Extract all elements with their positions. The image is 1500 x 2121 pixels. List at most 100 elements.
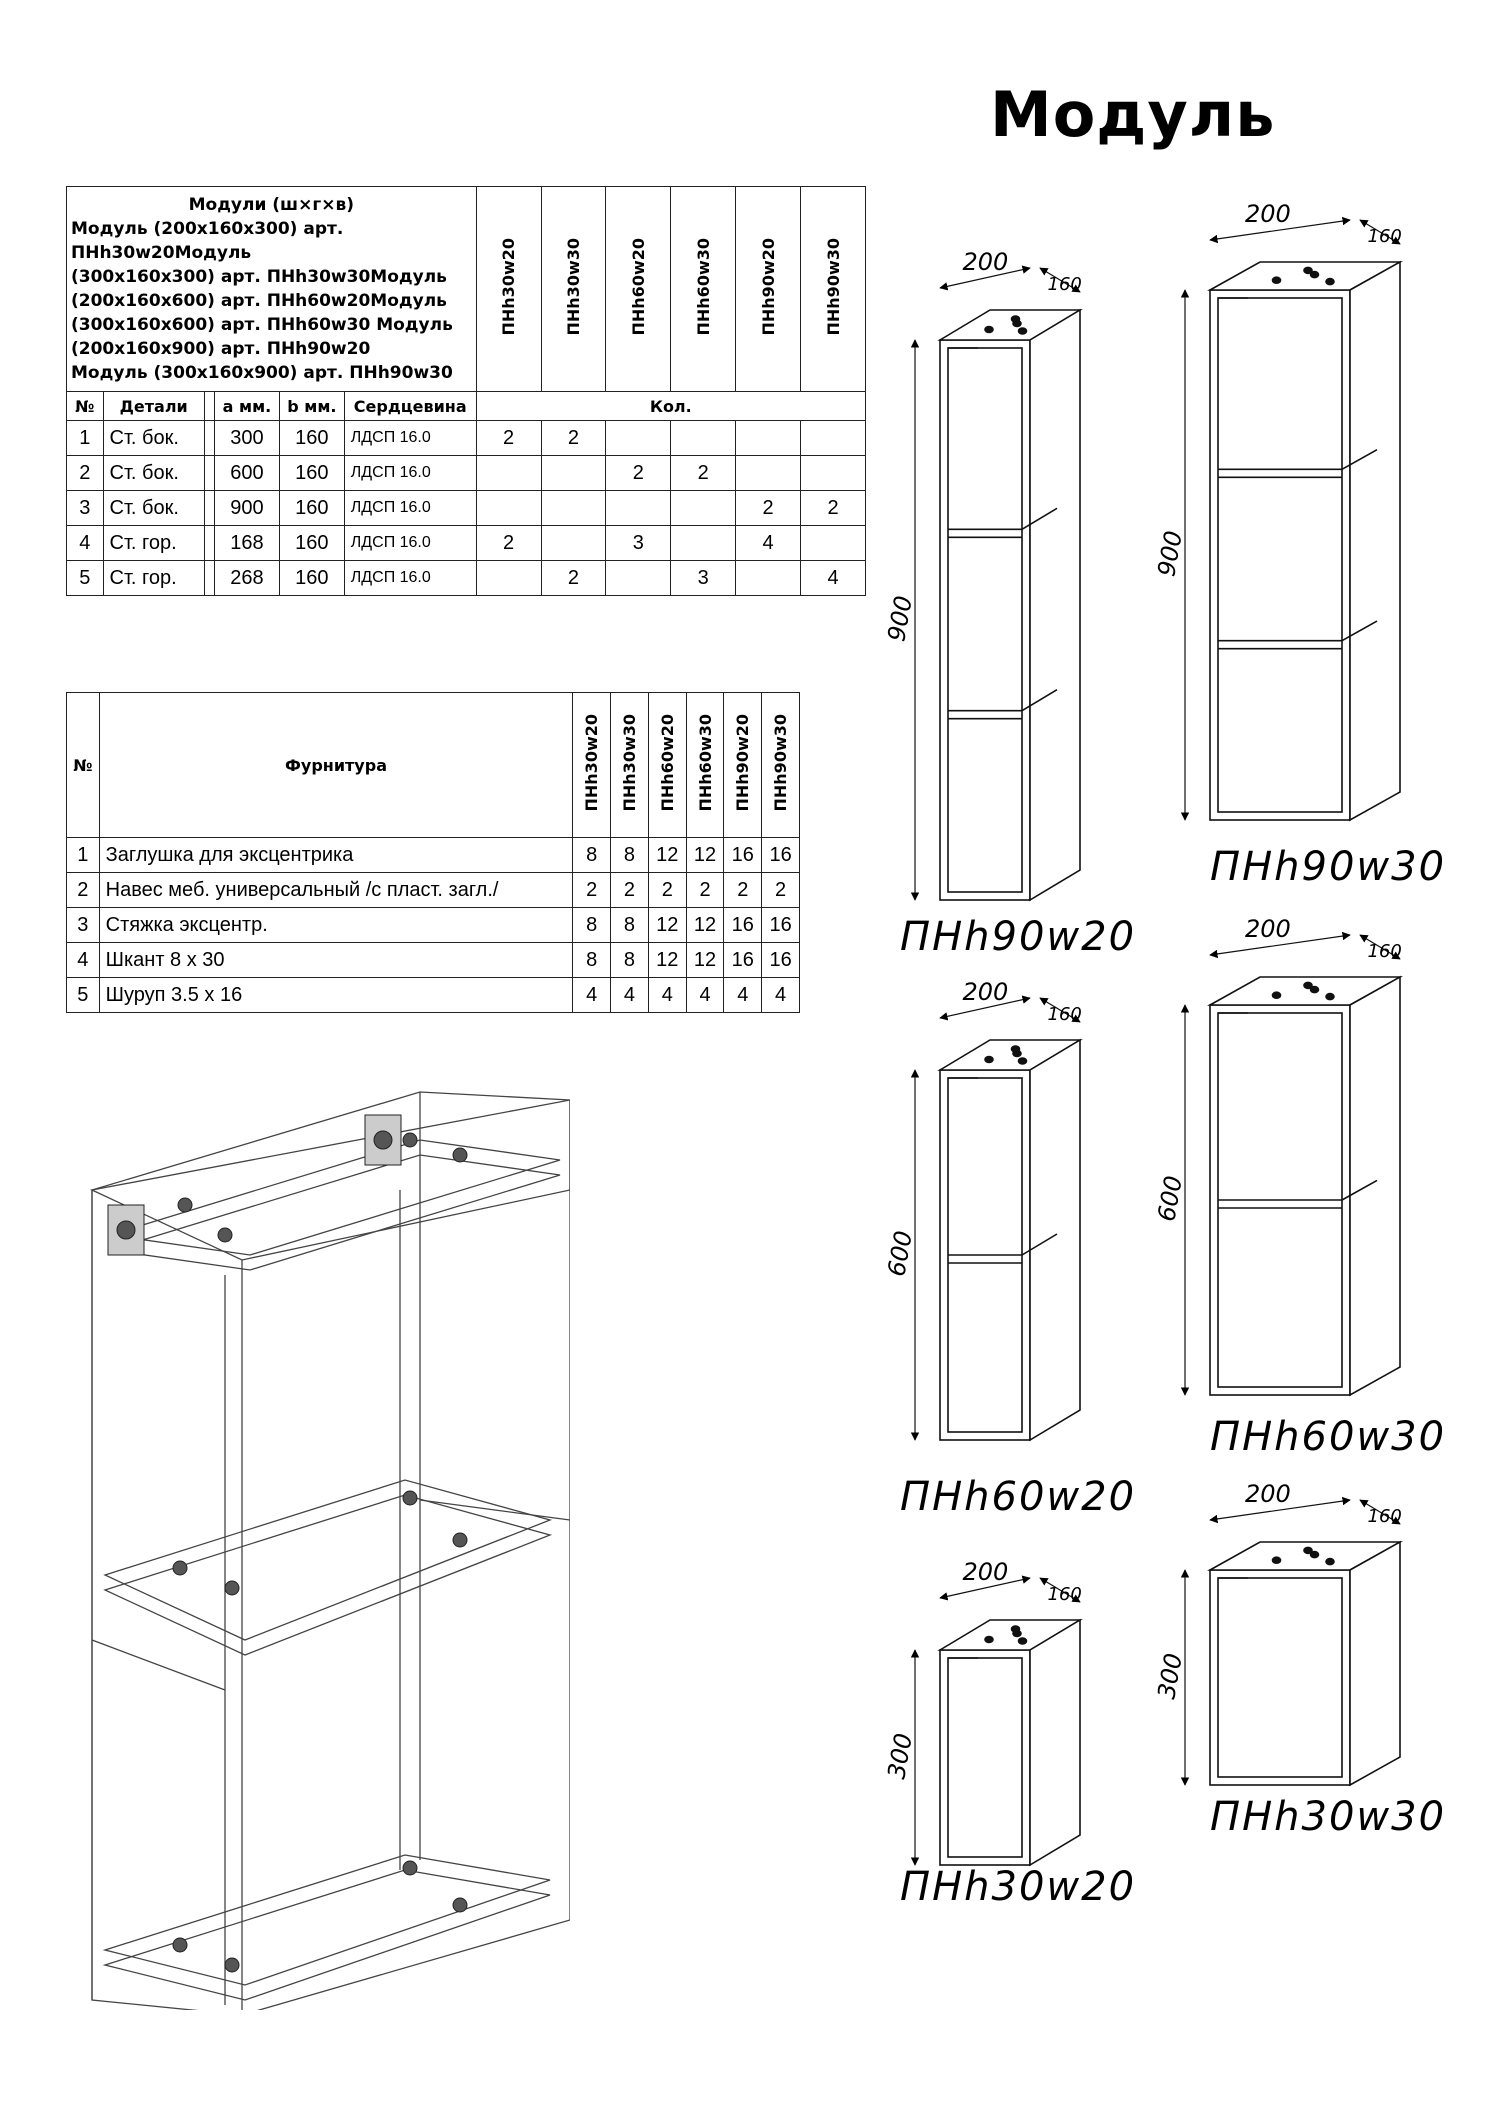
core-material: ЛДСП 16.0 — [343, 420, 477, 456]
model-column-header: ПНh30w30 — [610, 692, 649, 838]
quantity-cell: 2 — [647, 872, 687, 908]
cabinet-drawing — [910, 265, 1083, 902]
col-b: b мм. — [278, 391, 345, 421]
model-name: ПНh60w30 — [695, 713, 715, 812]
core-material: ЛДСП 16.0 — [343, 560, 477, 596]
quantity-cell: 16 — [723, 907, 763, 943]
depth-dimension-line — [1039, 267, 1081, 293]
depth-dimension-line — [1359, 219, 1401, 245]
quantity-cell — [605, 420, 672, 456]
quantity-cell: 16 — [723, 837, 763, 873]
hardware-table: № Фурнитура ПНh30w20 ПНh30w30 ПНh60w20 П… — [66, 692, 800, 1013]
shelf-depth — [1341, 1179, 1378, 1201]
height-label: 300 — [882, 1731, 918, 1781]
model-column-header: ПНh60w30 — [685, 692, 725, 838]
quantity-cell: 8 — [610, 837, 649, 873]
dimension-b: 160 — [278, 490, 345, 526]
model-column-header: ПНh30w30 — [540, 186, 607, 392]
model-column-header: ПНh90w30 — [800, 186, 866, 392]
quantity-cell: 16 — [761, 907, 800, 943]
width-label: 200 — [963, 978, 1009, 1006]
quantity-cell: 2 — [610, 872, 649, 908]
width-label: 200 — [963, 1558, 1009, 1586]
quantity-cell: 12 — [647, 942, 687, 978]
quantity-cell — [605, 490, 672, 526]
width-label: 200 — [963, 248, 1009, 276]
hole-icon — [1010, 1045, 1021, 1053]
width-label: 200 — [1245, 1480, 1291, 1508]
detail-name: Ст. гор. — [102, 525, 205, 561]
quantity-cell — [800, 525, 866, 561]
quantity-cell: 2 — [572, 872, 612, 908]
quantity-cell: 2 — [723, 872, 763, 908]
quantity-cell: 12 — [685, 837, 725, 873]
quantity-cell — [540, 455, 607, 491]
dimension-a: 268 — [214, 560, 280, 596]
hole-icon — [1325, 277, 1335, 286]
quantity-cell — [800, 420, 866, 456]
quantity-cell — [540, 525, 607, 561]
model-column-header: ПНh60w30 — [670, 186, 737, 392]
hole-icon — [984, 1055, 994, 1064]
model-column-header: ПНh90w30 — [761, 692, 800, 838]
hole-icon — [1325, 1557, 1335, 1566]
model-name: ПНh60w20 — [657, 713, 677, 812]
hole-icon — [984, 325, 994, 334]
quantity-cell — [670, 525, 737, 561]
depth-label: 160 — [1368, 941, 1402, 962]
parts-header-line: (300х160х600) арт. ПНh60w30 Модуль — [71, 315, 453, 335]
shelf-depth — [1021, 1233, 1058, 1256]
quantity-cell: 2 — [800, 490, 866, 526]
assembly-wireframe-drawing — [89, 1091, 570, 2010]
depth-label: 160 — [1368, 1506, 1402, 1527]
quantity-cell: 8 — [572, 907, 612, 943]
hole-icon — [1303, 266, 1313, 275]
quantity-cell: 4 — [572, 977, 612, 1013]
module-label: ПНh90w20 — [900, 914, 1136, 960]
cabinet-inner — [947, 347, 1023, 893]
quantity-cell: 2 — [540, 560, 607, 596]
parts-table-header: Модули (ш×г×в) Модуль (200х160х300) арт.… — [66, 186, 477, 392]
quantity-cell: 8 — [572, 837, 612, 873]
spacer-cell — [203, 420, 216, 456]
hole-icon — [984, 1635, 994, 1644]
col-core: Сердцевина — [343, 391, 477, 421]
module-label: ПНh90w30 — [1210, 844, 1446, 890]
depth-dimension-line — [1359, 1499, 1401, 1525]
width-label: 200 — [1245, 915, 1291, 943]
model-name: ПНh30w30 — [619, 713, 639, 812]
col-no: № — [66, 391, 104, 421]
depth-label: 160 — [1048, 1584, 1082, 1605]
core-material: ЛДСП 16.0 — [343, 525, 477, 561]
col-qty: Кол. — [475, 391, 867, 421]
row-number: 5 — [66, 560, 104, 596]
width-dimension-line — [939, 265, 1031, 291]
col-detail: Детали — [102, 391, 205, 421]
model-name: ПНh90w20 — [733, 713, 753, 812]
quantity-cell: 12 — [647, 837, 687, 873]
cabinet-drawing — [910, 995, 1083, 1442]
page-title: Модуль — [990, 78, 1276, 151]
depth-label: 160 — [1368, 226, 1402, 247]
quantity-cell — [475, 490, 542, 526]
quantity-cell: 4 — [610, 977, 649, 1013]
parts-header-line: Модуль (300х160х900) арт. ПНh90w30 — [71, 363, 453, 383]
dimension-b: 160 — [278, 560, 345, 596]
width-dimension-line — [939, 995, 1031, 1021]
model-column-header: ПНh60w20 — [647, 692, 687, 838]
hw-col-no: № — [66, 692, 100, 838]
quantity-cell — [735, 560, 802, 596]
model-name: ПНh30w20 — [499, 237, 519, 336]
quantity-cell: 2 — [475, 420, 542, 456]
core-material: ЛДСП 16.0 — [343, 455, 477, 491]
model-name: ПНh90w30 — [823, 237, 843, 336]
height-label: 900 — [882, 594, 918, 644]
quantity-cell — [735, 455, 802, 491]
row-number: 3 — [66, 907, 100, 943]
quantity-cell: 12 — [647, 907, 687, 943]
detail-name: Ст. гор. — [102, 560, 205, 596]
detail-name: Ст. бок. — [102, 490, 205, 526]
parts-header-line: (200х160х900) арт. ПНh90w20 — [71, 339, 371, 359]
